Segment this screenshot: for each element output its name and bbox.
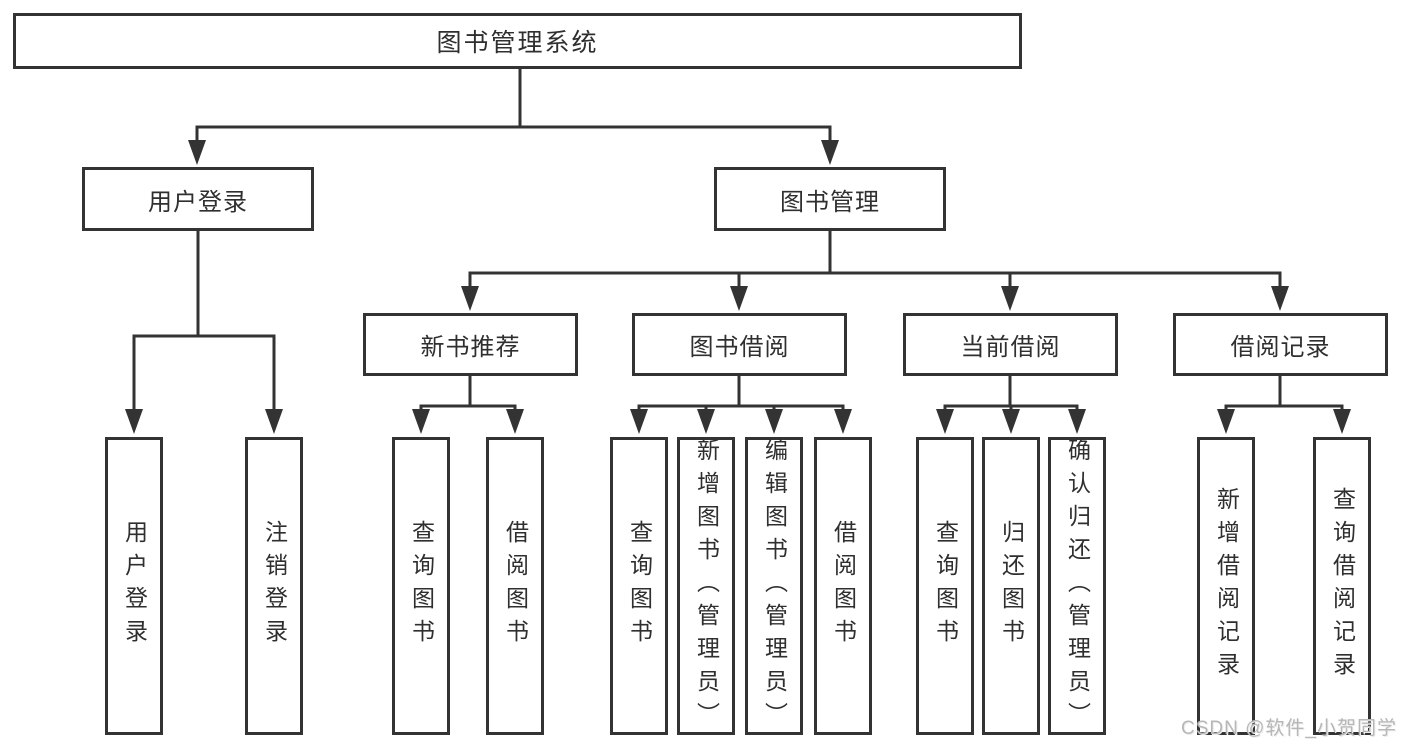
leaf-query-borrow-record-label: 查询借阅记录	[1329, 487, 1356, 685]
user-login-bar-line	[132, 334, 276, 412]
connector-current-borrow-to-leaves	[936, 376, 1086, 434]
node-current-borrow-label: 当前借阅	[960, 334, 1061, 361]
arrowhead-leaf-query-book-3	[936, 409, 954, 434]
leaf-add-book-admin: 新增图书（管理员）	[677, 437, 735, 735]
leaf-query-book-current: 查询图书	[916, 437, 974, 735]
node-borrow-records: 借阅记录	[1173, 313, 1388, 376]
leaf-query-book-borrow-label: 查询图书	[626, 520, 653, 652]
borrow-records-bar-line	[1224, 404, 1344, 412]
leaf-return-book-label: 归还图书	[998, 520, 1025, 652]
node-book-borrow: 图书借阅	[632, 313, 847, 376]
arrowhead-leaf-add-borrow-record	[1217, 409, 1235, 434]
leaf-logout: 注销登录	[245, 437, 303, 735]
book-borrow-bar-line	[637, 404, 845, 412]
leaf-borrow-book-recommend: 借阅图书	[486, 437, 544, 735]
leaf-query-book-recommend-label: 查询图书	[408, 520, 435, 652]
leaf-query-book-recommend: 查询图书	[392, 437, 450, 735]
leaf-query-book-current-label: 查询图书	[932, 520, 959, 652]
arrowhead-leaf-borrow-book-1	[506, 409, 524, 434]
leaf-edit-book-admin-label: 编辑图书（管理员）	[761, 437, 788, 735]
leaf-user-login-label: 用户登录	[121, 520, 148, 652]
node-borrow-records-label: 借阅记录	[1230, 334, 1331, 361]
node-new-book-recommend: 新书推荐	[363, 313, 578, 376]
leaf-borrow-book: 借阅图书	[814, 437, 872, 735]
arrowhead-new-book-recommend	[461, 286, 479, 311]
leaf-edit-book-admin: 编辑图书（管理员）	[745, 437, 803, 735]
node-user-login: 用户登录	[82, 167, 314, 231]
node-new-book-recommend-label: 新书推荐	[420, 334, 521, 361]
node-book-borrow-label: 图书借阅	[689, 334, 790, 361]
arrowhead-leaf-user-login	[125, 409, 143, 434]
level2-bar-line	[195, 125, 832, 146]
level3-bar-line	[468, 271, 1282, 288]
arrowhead-leaf-confirm-return	[1068, 409, 1086, 434]
node-book-management-label: 图书管理	[780, 188, 880, 216]
leaf-add-borrow-record-label: 新增借阅记录	[1213, 487, 1240, 685]
leaf-query-borrow-record: 查询借阅记录	[1313, 437, 1371, 735]
connector-user-login-to-leaves	[125, 231, 283, 434]
arrowhead-leaf-add-book	[697, 409, 715, 434]
node-current-borrow: 当前借阅	[903, 313, 1118, 376]
leaf-borrow-book-recommend-label: 借阅图书	[502, 520, 529, 652]
leaf-add-borrow-record: 新增借阅记录	[1197, 437, 1255, 735]
leaf-user-login: 用户登录	[105, 437, 163, 735]
csdn-watermark: CSDN @软件_小贺同学	[1181, 718, 1397, 739]
arrowhead-leaf-query-book-1	[412, 409, 430, 434]
node-root-label: 图书管理系统	[436, 29, 599, 57]
arrowhead-leaf-borrow-book-2	[834, 409, 852, 434]
node-root: 图书管理系统	[13, 13, 1022, 69]
leaf-confirm-return-admin-label: 确认归还（管理员）	[1064, 437, 1091, 735]
arrowhead-leaf-logout	[265, 409, 283, 434]
leaf-add-book-admin-label: 新增图书（管理员）	[693, 437, 720, 735]
arrowhead-borrow-records	[1271, 286, 1289, 311]
connector-book-management-to-level3	[461, 231, 1289, 311]
node-book-management: 图书管理	[714, 167, 946, 231]
new-book-recommend-bar-line	[419, 404, 517, 412]
connector-new-book-recommend-to-leaves	[412, 376, 524, 434]
arrowhead-leaf-query-book-2	[630, 409, 648, 434]
arrowhead-leaf-return-book	[1002, 409, 1020, 434]
arrowhead-current-borrow	[1001, 286, 1019, 311]
connector-borrow-records-to-leaves	[1217, 376, 1351, 434]
leaf-return-book: 归还图书	[982, 437, 1040, 735]
node-user-login-label: 用户登录	[148, 188, 248, 216]
arrowhead-leaf-query-borrow-record	[1333, 409, 1351, 434]
arrowhead-book-borrow	[730, 286, 748, 311]
arrowhead-book-management	[821, 140, 839, 165]
arrowhead-user-login	[188, 140, 206, 165]
leaf-logout-label: 注销登录	[261, 520, 288, 652]
leaf-borrow-book-label: 借阅图书	[830, 520, 857, 652]
connector-book-borrow-to-leaves	[630, 376, 852, 434]
connector-root-to-level2	[188, 69, 839, 165]
leaf-query-book-borrow: 查询图书	[610, 437, 668, 735]
leaf-confirm-return-admin: 确认归还（管理员）	[1048, 437, 1106, 735]
arrowhead-leaf-edit-book	[765, 409, 783, 434]
